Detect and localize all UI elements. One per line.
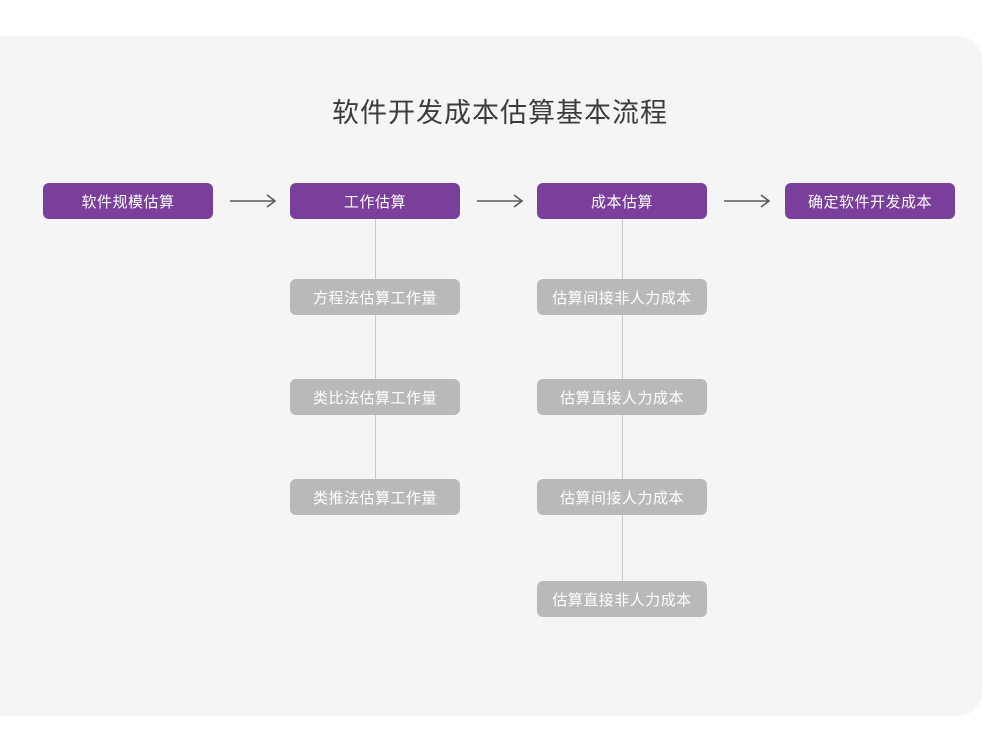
sub-node-label: 方程法估算工作量 (312, 289, 437, 307)
sub-node-work-2[interactable]: 类比法估算工作量 (290, 379, 460, 415)
flow-node-label: 确定软件开发成本 (807, 193, 932, 211)
sub-node-label: 估算间接非人力成本 (552, 289, 692, 307)
arrow-step3-to-step4 (722, 192, 774, 210)
sub-node-work-1[interactable]: 方程法估算工作量 (290, 279, 460, 315)
sub-node-cost-2[interactable]: 估算直接人力成本 (537, 379, 707, 415)
connector-line-cost-branch (622, 219, 623, 615)
sub-node-label: 类推法估算工作量 (312, 489, 437, 507)
sub-node-work-3[interactable]: 类推法估算工作量 (290, 479, 460, 515)
sub-node-cost-4[interactable]: 估算直接非人力成本 (537, 581, 707, 617)
flow-node-label: 成本估算 (590, 193, 653, 211)
sub-node-label: 估算直接非人力成本 (552, 591, 692, 609)
sub-node-label: 估算直接人力成本 (559, 389, 684, 407)
arrow-step2-to-step3 (475, 192, 527, 210)
page-title: 软件开发成本估算基本流程 (332, 98, 668, 128)
flow-node-label: 软件规模估算 (81, 193, 175, 211)
sub-node-label: 估算间接人力成本 (559, 489, 684, 507)
flow-node-step-3[interactable]: 成本估算 (537, 183, 707, 219)
arrow-right-icon (723, 193, 773, 209)
flow-node-label: 工作估算 (343, 193, 406, 211)
sub-node-cost-1[interactable]: 估算间接非人力成本 (537, 279, 707, 315)
flow-node-step-1[interactable]: 软件规模估算 (43, 183, 213, 219)
sub-node-label: 类比法估算工作量 (312, 389, 437, 407)
arrow-right-icon (476, 193, 526, 209)
diagram-card-background (0, 36, 982, 716)
sub-node-cost-3[interactable]: 估算间接人力成本 (537, 479, 707, 515)
connector-line-work-branch (375, 219, 376, 515)
arrow-step1-to-step2 (228, 192, 280, 210)
flow-node-step-2[interactable]: 工作估算 (290, 183, 460, 219)
arrow-right-icon (229, 193, 279, 209)
flow-node-step-4[interactable]: 确定软件开发成本 (785, 183, 955, 219)
